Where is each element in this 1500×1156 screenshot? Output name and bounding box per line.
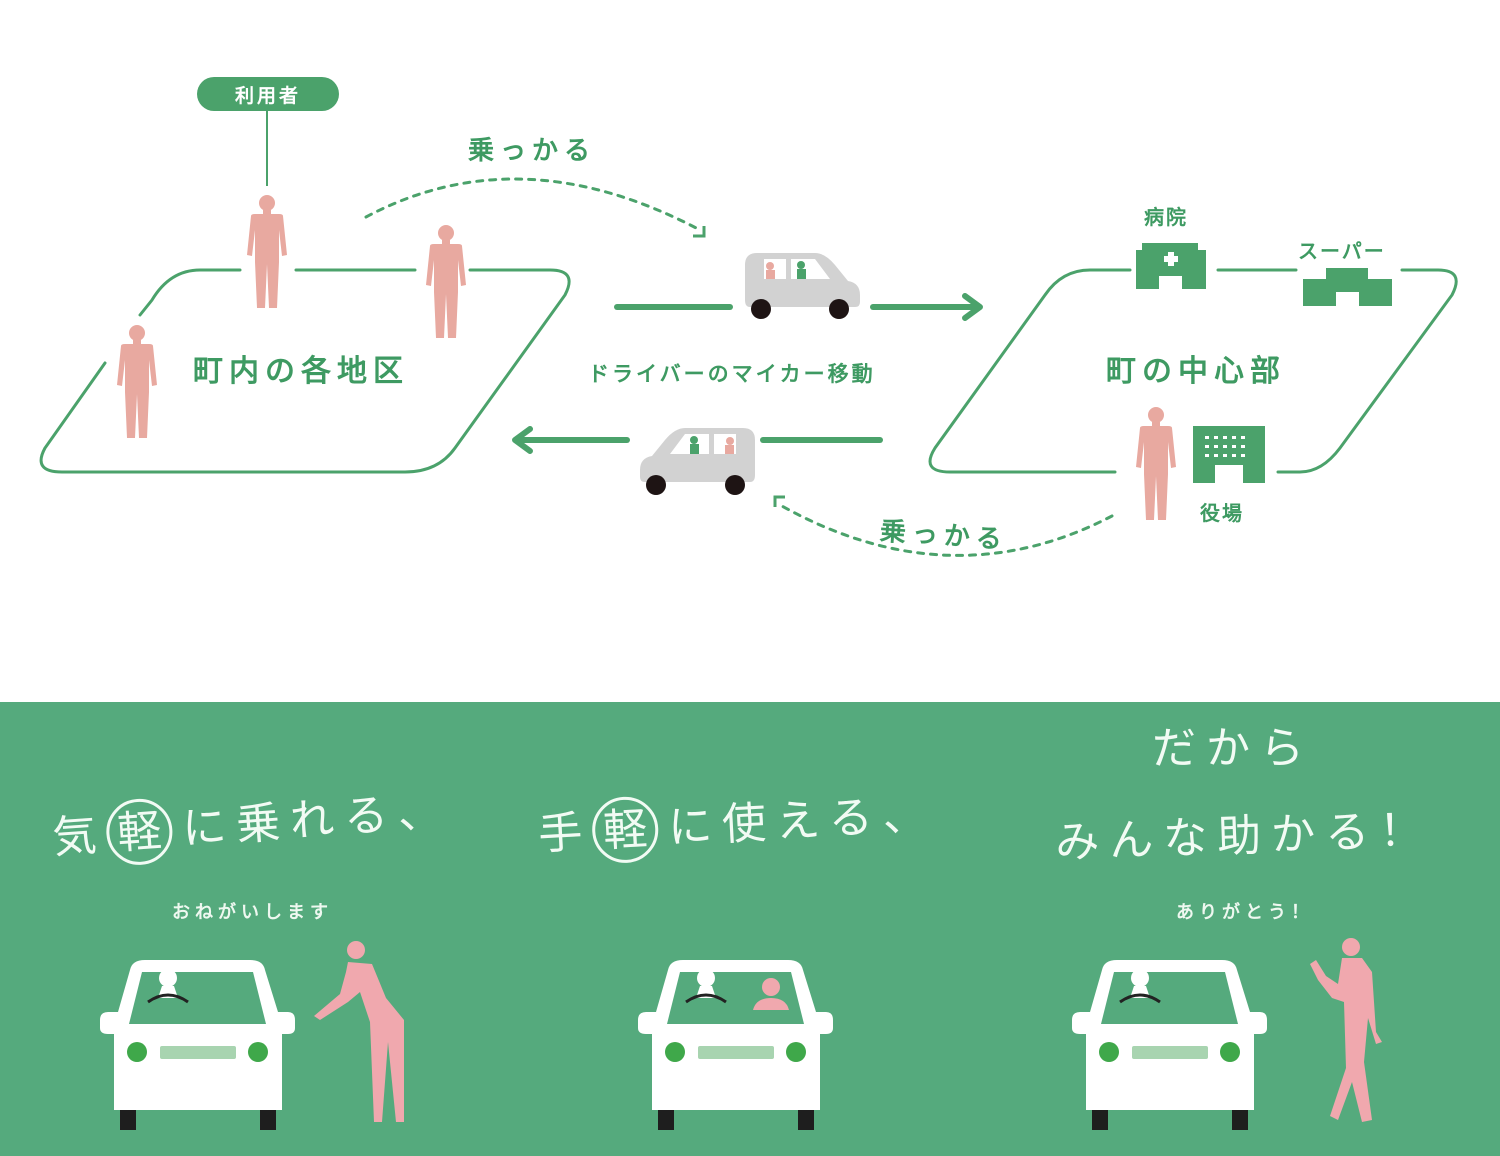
car-front-icon	[638, 960, 833, 1130]
ride-arc-bottom	[778, 503, 1114, 557]
car-right-icon	[745, 253, 860, 319]
slogan-2-suffix: に使える、	[666, 788, 938, 854]
circled-character: 軽	[104, 796, 175, 868]
slogan-1-prefix: 気	[50, 809, 109, 864]
diagram-graphics	[39, 111, 1458, 557]
hospital-icon	[1136, 243, 1206, 289]
person-hailing-icon	[314, 941, 404, 1122]
caption-1: おねがいします	[172, 902, 333, 923]
slogan-3-line2: みんな助かる！	[1054, 804, 1434, 869]
caption-3: ありがとう！	[1176, 902, 1314, 923]
arrow-head-icon	[773, 495, 785, 507]
passenger-icon	[753, 978, 789, 1010]
slogan-band: 気軽に乗れる、 おねがいします 手軽に使える、 だから みんな助かる！ ありがと…	[0, 702, 1500, 1156]
town-hall-label: 役場	[1200, 501, 1244, 525]
slogan-3-line1: だから	[1152, 723, 1314, 774]
driver-move-label: ドライバーのマイカー移動	[588, 362, 876, 386]
car-left-icon	[640, 428, 755, 495]
left-area-outline	[39, 268, 571, 474]
supermarket-icon	[1303, 268, 1392, 306]
left-area-title: 町内の各地区	[193, 354, 409, 389]
supermarket-label: スーパー	[1298, 239, 1386, 263]
slogan-graphics	[100, 938, 1382, 1130]
arrow-left-icon	[512, 426, 533, 454]
right-area-title: 町の中心部	[1106, 354, 1286, 389]
person-icon	[117, 325, 157, 438]
town-hall-icon	[1193, 426, 1265, 483]
person-waving-icon	[1310, 938, 1382, 1122]
slogan-1-suffix: に乗れる、	[180, 785, 454, 855]
person-icon	[426, 225, 466, 338]
right-area-outline	[928, 268, 1458, 474]
slogan-2-prefix: 手	[537, 806, 594, 861]
hospital-label: 病院	[1144, 205, 1188, 229]
person-icon	[1136, 407, 1176, 520]
circled-character: 軽	[590, 795, 660, 865]
arrow-right-icon	[962, 293, 983, 321]
person-icon	[247, 195, 287, 308]
ride-arc-top	[364, 177, 702, 232]
arrow-head-icon	[693, 226, 706, 238]
car-front-icon	[100, 960, 295, 1130]
ride-share-diagram: 利用者 町内の各地区 町の中心部 乗っかる 乗っかる ドライバーのマイカー移動 …	[39, 77, 1458, 557]
user-badge: 利用者	[197, 77, 339, 111]
car-front-icon	[1072, 960, 1267, 1130]
ride-label-top: 乗っかる	[468, 136, 597, 166]
